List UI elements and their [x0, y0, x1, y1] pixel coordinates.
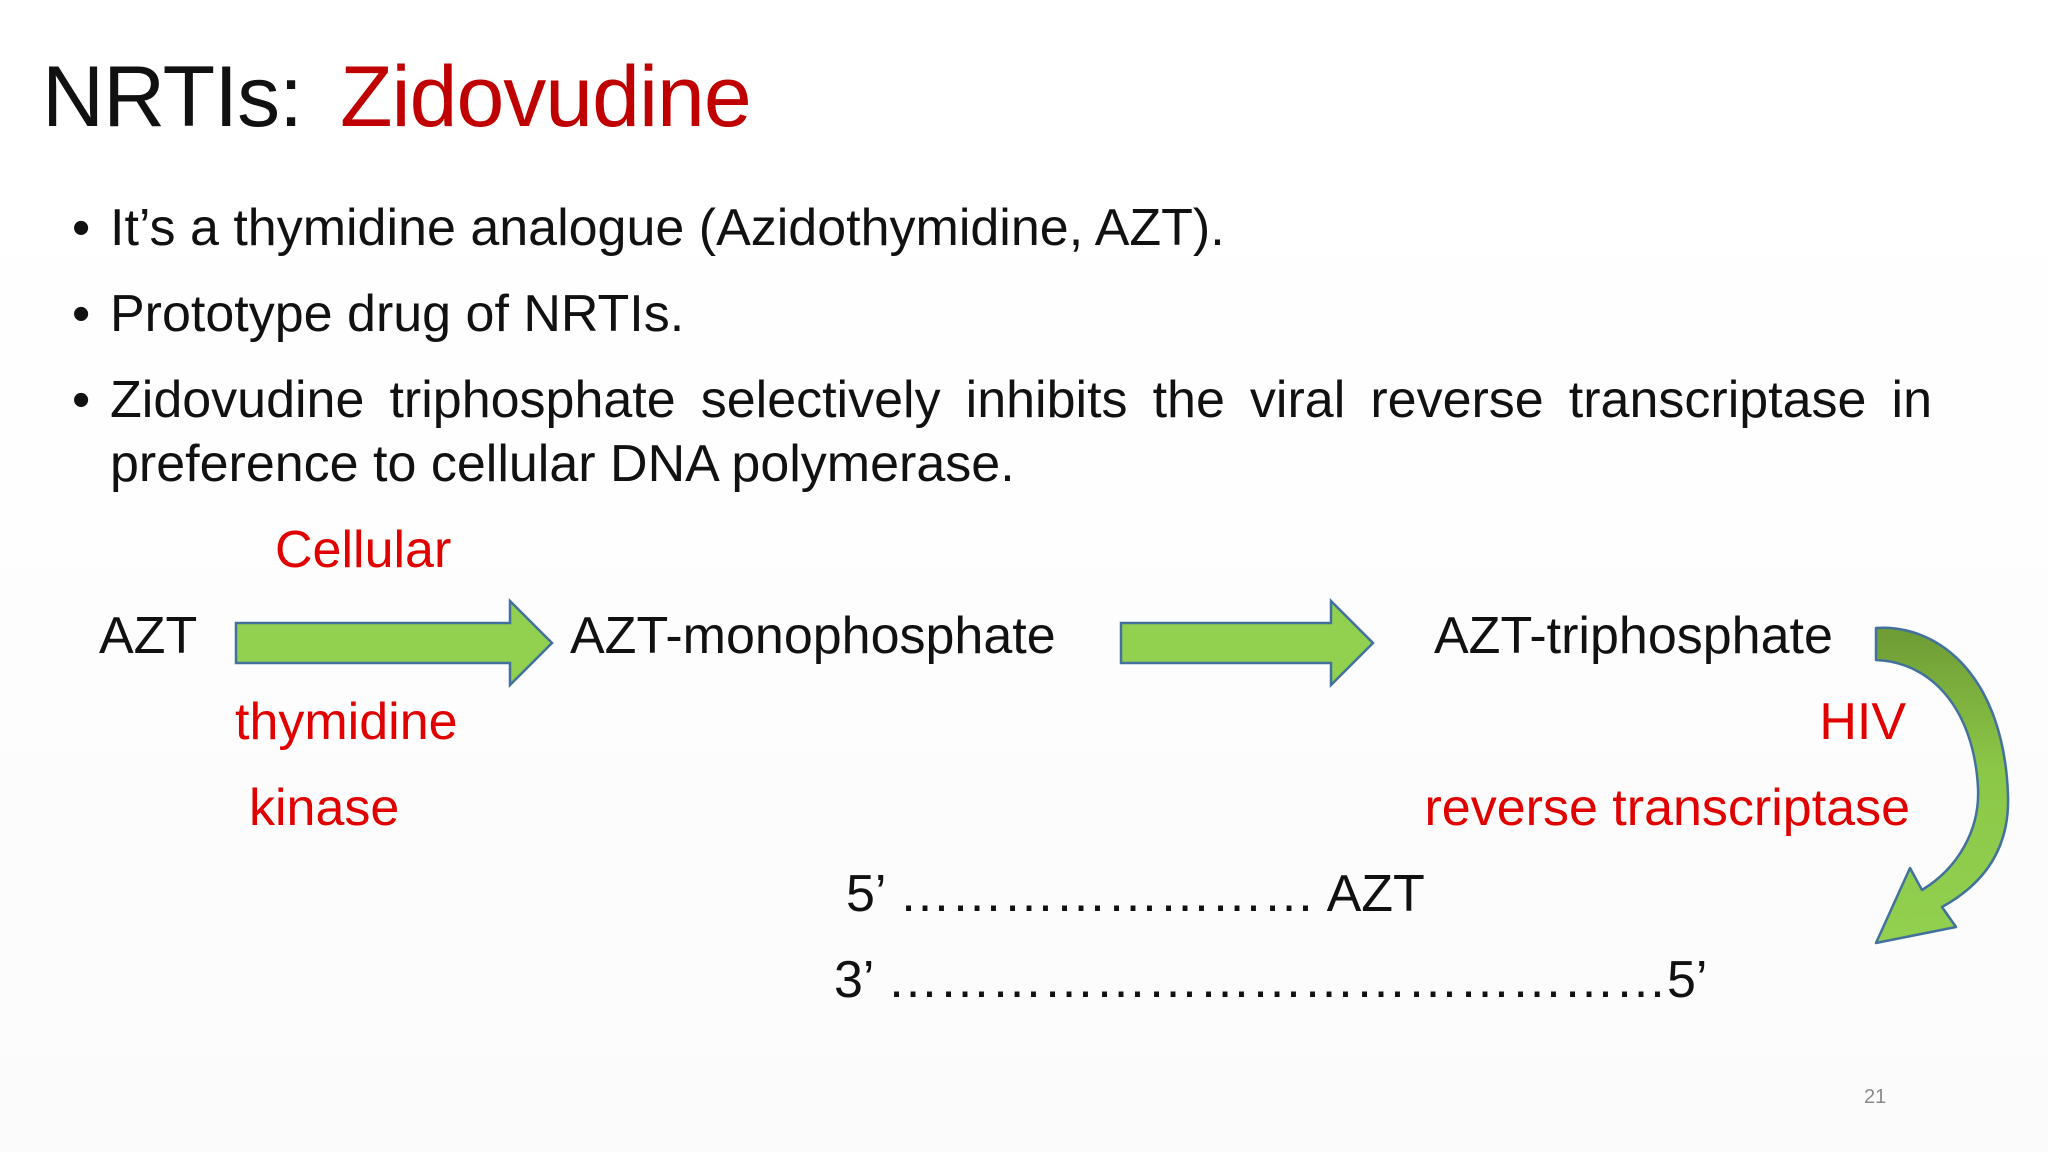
bullet-text: Prototype drug of NRTIs. [110, 285, 685, 343]
slide-title: NRTIs: Zidovudine [42, 46, 752, 149]
dna-strand-3prime: 3’ ………………………………………5’ [834, 951, 1708, 1009]
bullet-item: • It’s a thymidine analogue (Azidothymidi… [72, 196, 1932, 260]
enzyme1-label-thymidine: thymidine [235, 693, 458, 751]
bullet-text: Zidovudine triphosphate selectively inhi… [110, 371, 1932, 493]
pathway-triphosphate: AZT-triphosphate [1434, 607, 1833, 665]
bullet-dot: • [72, 371, 91, 429]
bullet-dot: • [72, 199, 91, 257]
enzyme1-label-kinase: kinase [249, 779, 400, 837]
title-drug-name: Zidovudine [339, 49, 752, 145]
bullet-item: • Prototype drug of NRTIs. [72, 282, 1932, 346]
bullet-text: It’s a thymidine analogue (Azidothymidin… [110, 199, 1225, 257]
title-prefix: NRTIs: [42, 49, 303, 145]
bullet-list: • It’s a thymidine analogue (Azidothymidi… [72, 196, 1932, 518]
enzyme2-label-reverse-transcriptase: reverse transcriptase [1424, 779, 1910, 837]
dna-strand-5prime: 5’ …………………… AZT [846, 865, 1425, 923]
arrow-right-icon [234, 597, 554, 689]
arrow-right-icon [1119, 597, 1375, 689]
bullet-item: • Zidovudine triphosphate selectively inh… [72, 368, 1932, 496]
pathway-monophosphate: AZT-monophosphate [570, 607, 1056, 665]
bullet-dot: • [72, 285, 91, 343]
pathway-start-azt: AZT [99, 607, 198, 665]
curved-arrow-icon [1874, 626, 2010, 945]
page-number: 21 [1864, 1086, 1887, 1108]
enzyme2-label-hiv: HIV [1819, 693, 1906, 751]
enzyme1-label-cellular: Cellular [275, 521, 452, 579]
